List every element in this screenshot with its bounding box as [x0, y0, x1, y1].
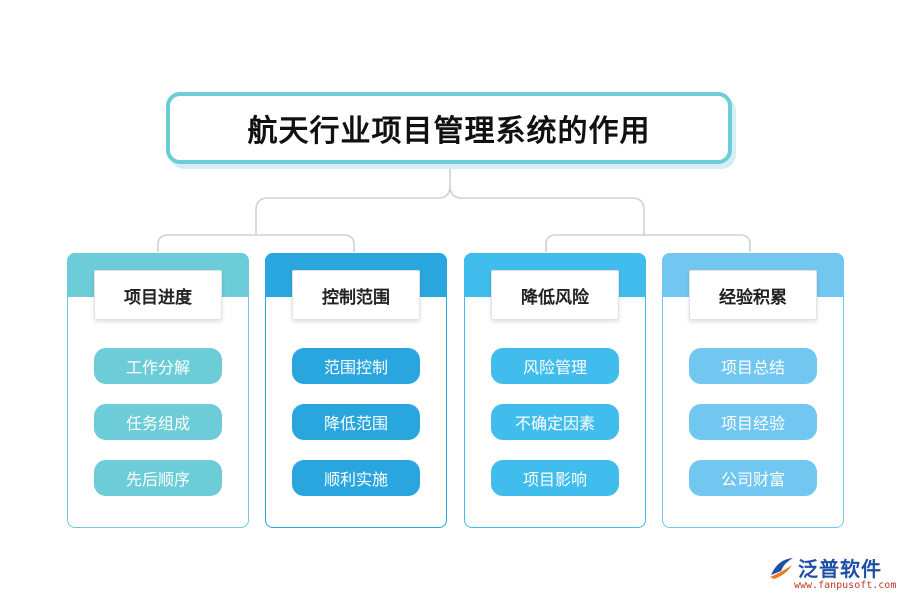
column-risk-reduction: 降低风险 风险管理 不确定因素 项目影响	[464, 253, 646, 528]
logo-name: 泛普软件	[798, 557, 882, 581]
column-item: 不确定因素	[491, 404, 619, 440]
column-header: 项目进度	[94, 270, 222, 320]
column-item: 公司财富	[689, 460, 817, 496]
column-header: 控制范围	[292, 270, 420, 320]
trunk-connector	[255, 166, 645, 222]
column-item: 工作分解	[94, 348, 222, 384]
column-item: 任务组成	[94, 404, 222, 440]
column-item: 风险管理	[491, 348, 619, 384]
column-item: 项目总结	[689, 348, 817, 384]
column-scope-control: 控制范围 范围控制 降低范围 顺利实施	[265, 253, 447, 528]
right-branch-connector	[545, 222, 751, 252]
fanpu-logo: 泛普软件 www.fanpusoft.com	[768, 553, 896, 595]
fanpu-logo-icon	[770, 558, 793, 579]
column-header: 降低风险	[491, 270, 619, 320]
logo-url: www.fanpusoft.com	[794, 580, 897, 591]
column-experience: 经验积累 项目总结 项目经验 公司财富	[662, 253, 844, 528]
diagram-title: 航天行业项目管理系统的作用	[247, 114, 651, 149]
column-item: 项目经验	[689, 404, 817, 440]
title-box: 航天行业项目管理系统的作用	[166, 92, 732, 164]
column-item: 范围控制	[292, 348, 420, 384]
left-branch-connector	[157, 222, 355, 252]
column-item: 降低范围	[292, 404, 420, 440]
column-item: 顺利实施	[292, 460, 420, 496]
column-item: 先后顺序	[94, 460, 222, 496]
column-header: 经验积累	[689, 270, 817, 320]
column-progress: 项目进度 工作分解 任务组成 先后顺序	[67, 253, 249, 528]
column-item: 项目影响	[491, 460, 619, 496]
